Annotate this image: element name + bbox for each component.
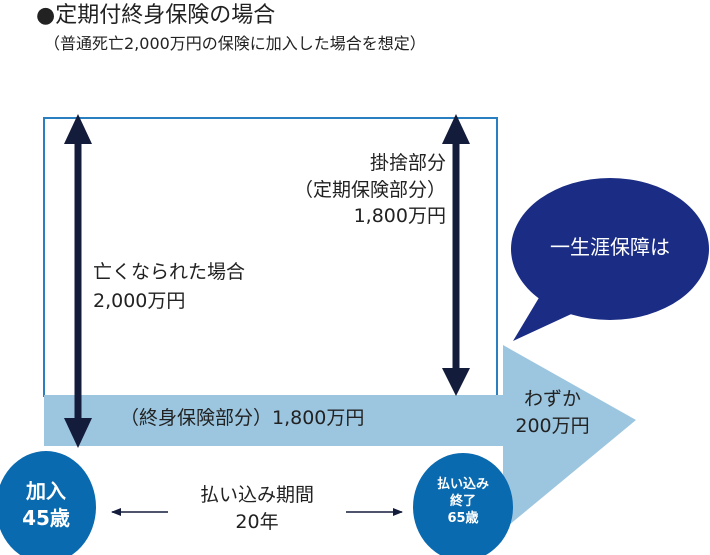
start-age: 45歳 [22,506,70,530]
death-benefit-amount: 2,000万円 [93,289,186,312]
term-part-label: 掛捨部分 （定期保険部分） 1,800万円 [236,150,446,230]
start-line1: 加入 [26,479,66,503]
end-label: 払い込み 終了 65歳 [413,477,513,528]
page-subtitle: （普通死亡2,000万円の保険に加入した場合を想定） [44,34,426,53]
death-benefit-arrow [64,114,92,448]
period-label: 払い込み期間 20年 [170,482,344,535]
term-part-line2: （定期保険部分） [293,178,446,201]
page-title: ●定期付終身保険の場合 [36,3,276,28]
speech-bubble [511,178,709,341]
end-circle [413,453,513,555]
bubble-text: 一生涯保障は [550,235,670,259]
remaining-amount: 200万円 [515,414,590,437]
death-benefit-label: 亡くなられた場合 2,000万円 [93,258,245,315]
term-part-amount: 1,800万円 [353,205,446,228]
term-part-line1: 掛捨部分 [369,152,446,174]
start-label: 加入 45歳 [0,478,92,532]
period-line1: 払い込み期間 [199,484,314,506]
end-line1: 払い込み [436,477,489,492]
end-line2: 終了 [449,493,476,509]
remaining-line1: わずか [523,388,581,410]
end-age: 65歳 [447,510,479,526]
start-circle [0,451,96,555]
whole-life-arrow [44,345,636,530]
remaining-label: わずか 200万円 [500,386,605,439]
term-part-arrow [442,114,470,396]
death-benefit-line1: 亡くなられた場合 [93,261,246,283]
whole-life-label: （終身保険部分）1,800万円 [120,407,365,429]
period-years: 20年 [235,510,279,533]
